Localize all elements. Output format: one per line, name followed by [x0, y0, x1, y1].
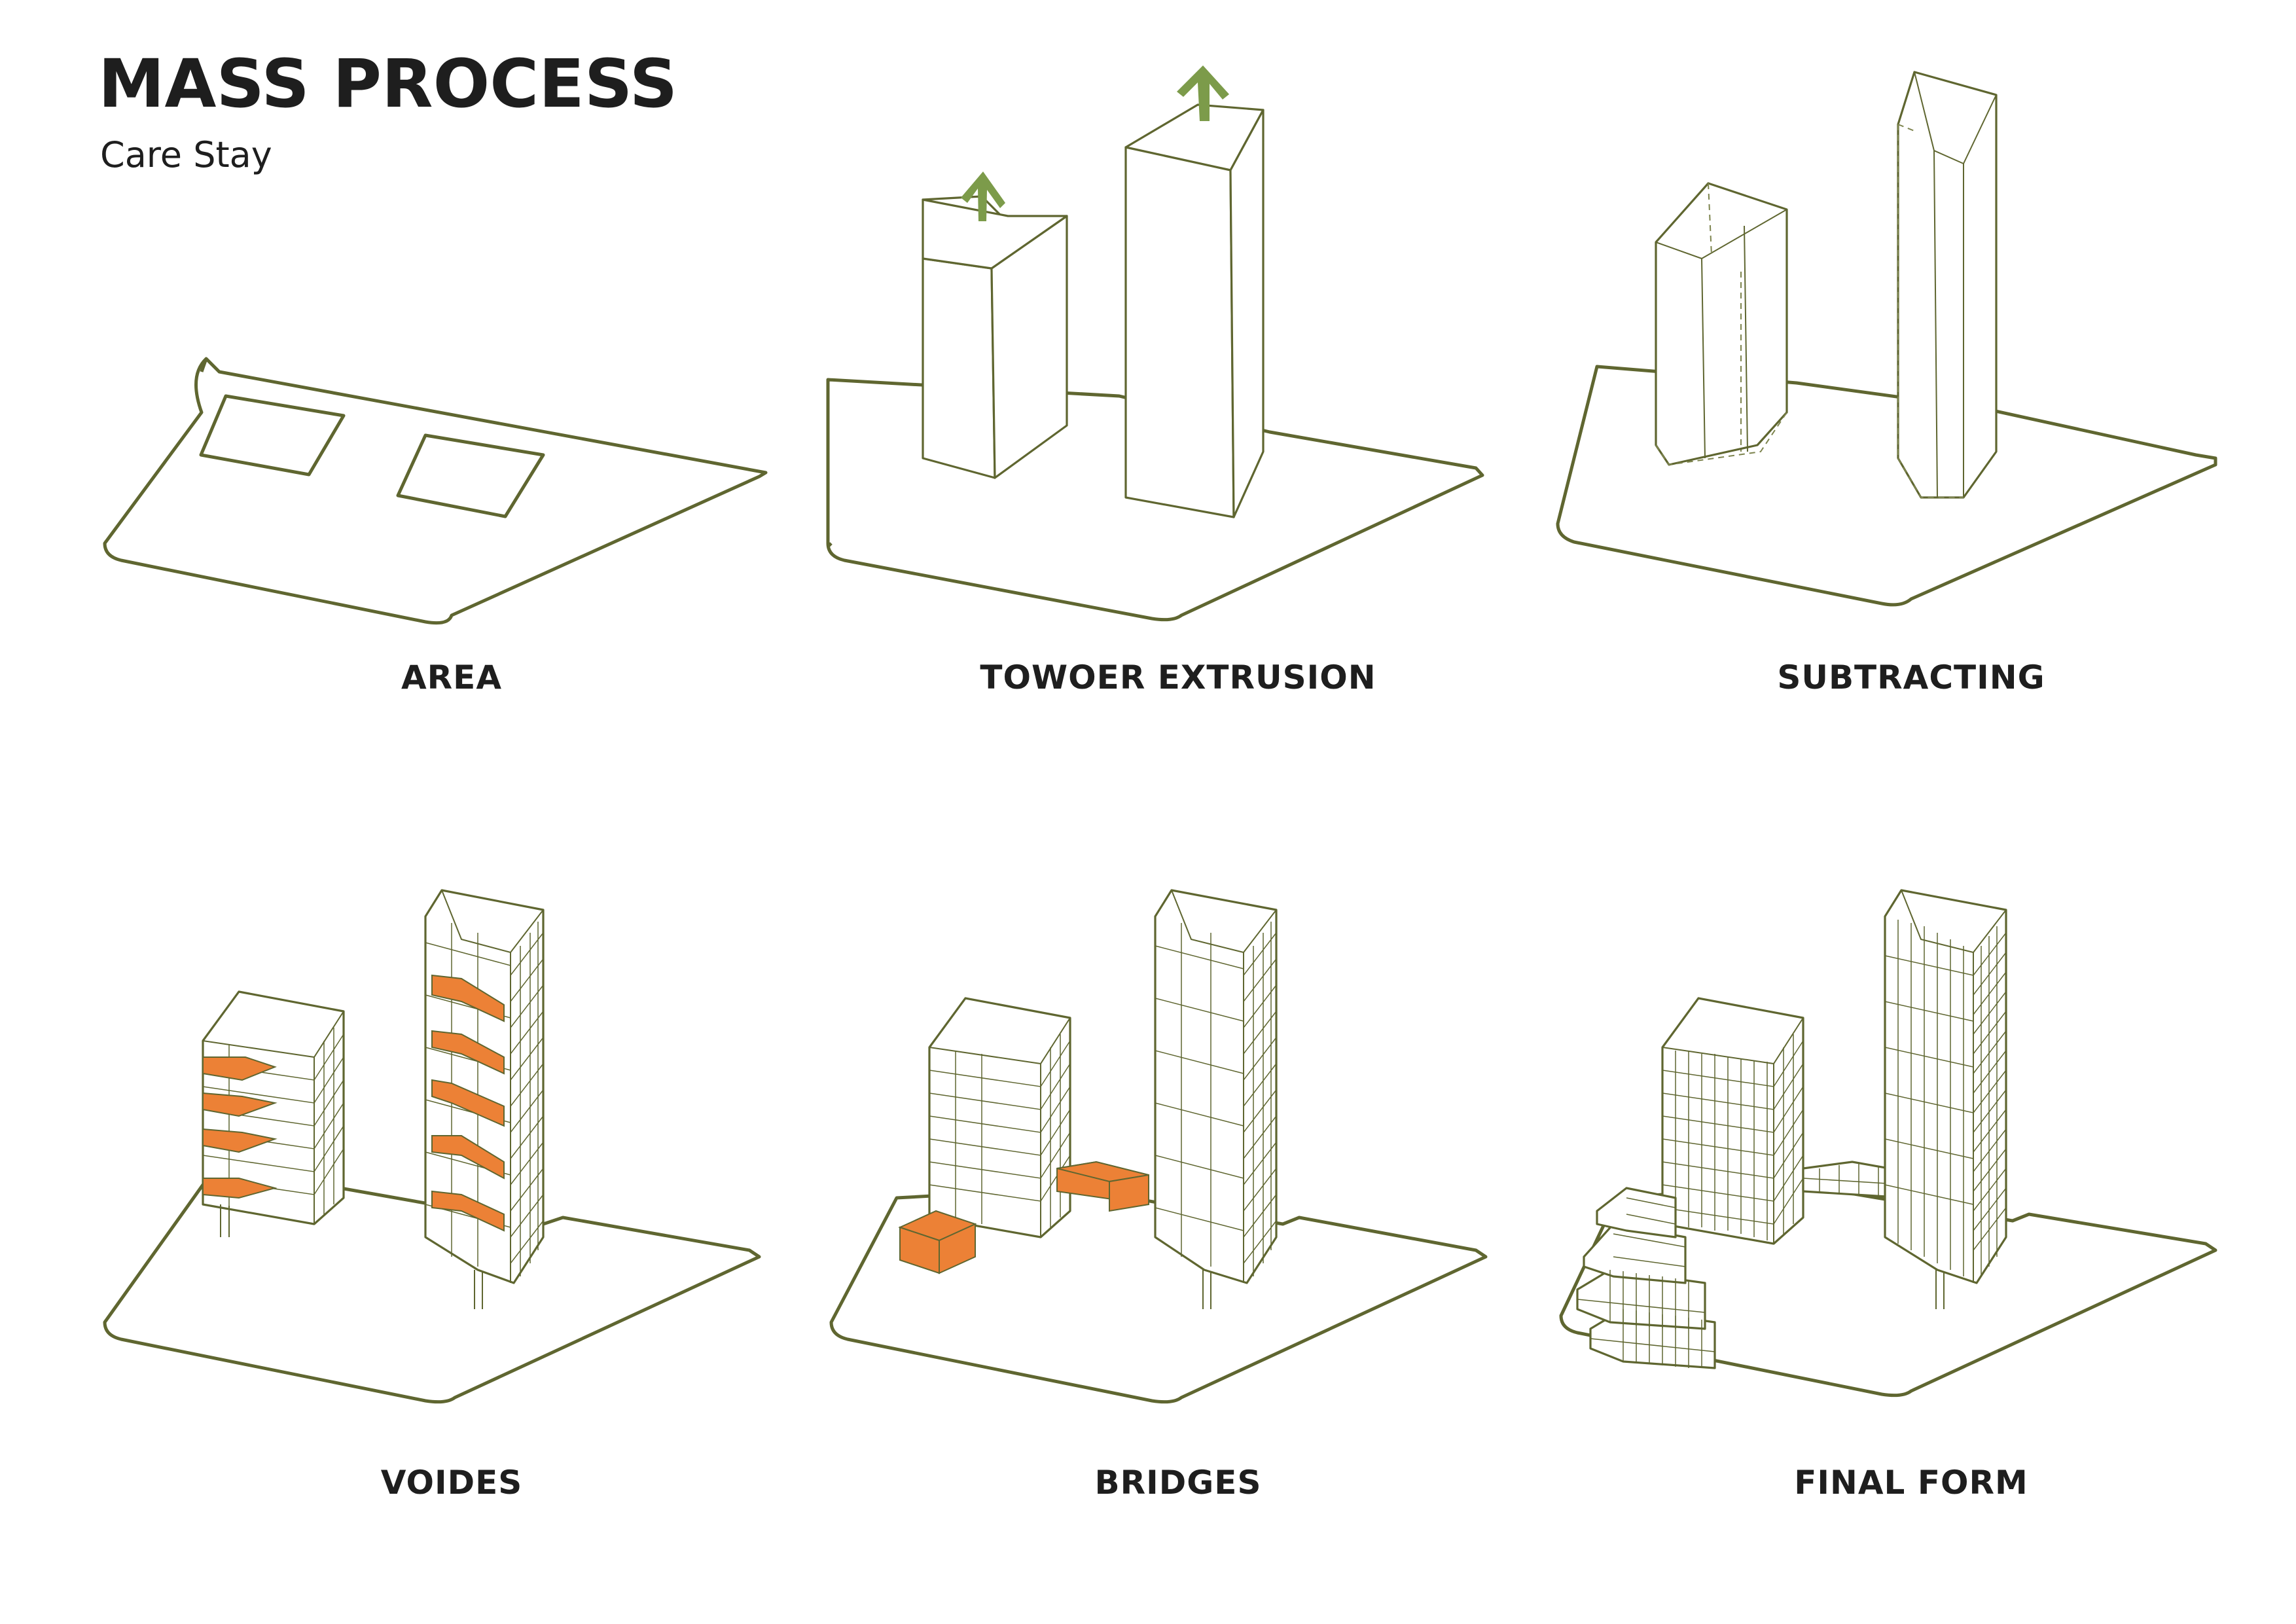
final-form-diagram — [1559, 889, 2217, 1398]
extrusion-diagram — [826, 65, 1484, 622]
step-caption: FINAL FORM — [1794, 1464, 2028, 1502]
area-diagram — [103, 357, 768, 625]
void-cutouts-left — [202, 1056, 278, 1199]
left-tower — [1655, 182, 1788, 466]
site-outline — [103, 1183, 761, 1404]
bridges-diagram — [829, 889, 1488, 1404]
sky-bridge — [1056, 1161, 1149, 1212]
page-title: MASS PROCESS — [98, 45, 678, 123]
site-outline — [1556, 365, 2217, 607]
site-outline — [1559, 1183, 2217, 1398]
void-cutouts-right — [431, 974, 505, 1232]
left-tower — [202, 990, 345, 1225]
right-tower — [1884, 889, 2007, 1284]
left-tower — [928, 997, 1071, 1238]
step-caption: AREA — [401, 659, 503, 696]
step-caption: VOIDES — [380, 1464, 523, 1502]
right-tower-grid — [1155, 922, 1277, 1276]
subtracting-diagram — [1556, 71, 2217, 607]
right-tower-front — [1124, 146, 1235, 518]
page-subtitle: Care Stay — [100, 134, 272, 175]
step-caption: BRIDGES — [1094, 1464, 1262, 1502]
site-outline — [103, 357, 768, 625]
right-tower-side — [1229, 109, 1265, 518]
left-tower-facade — [1662, 1034, 1804, 1240]
step-caption: SUBTRACTING — [1777, 659, 2045, 696]
right-tower-facade — [1884, 920, 2007, 1276]
panel-voides: VOIDES — [85, 805, 818, 1545]
site-outline — [826, 378, 1484, 622]
tower-footprint-left — [199, 394, 346, 477]
tower-footprint-right — [396, 433, 545, 518]
site-outline — [829, 1186, 1488, 1404]
right-tower — [1154, 889, 1278, 1284]
panel-area: AREA — [85, 0, 818, 740]
step-caption: TOWOER EXTRUSION — [980, 659, 1376, 696]
right-tower — [1897, 71, 1998, 499]
panel-subtracting: SUBTRACTING — [1545, 0, 2278, 740]
panel-tower-extrusion: TOWOER EXTRUSION — [812, 0, 1545, 740]
voides-diagram — [103, 889, 761, 1404]
podium-block — [1576, 1187, 1716, 1369]
left-tower-front — [922, 257, 996, 479]
panel-bridges: BRIDGES — [812, 805, 1545, 1545]
up-arrow-icon — [961, 171, 1005, 221]
podium-block — [898, 1210, 977, 1274]
left-tower — [1661, 997, 1804, 1245]
panel-final-form: FINAL FORM — [1545, 805, 2278, 1545]
up-arrow-icon — [1177, 65, 1229, 121]
